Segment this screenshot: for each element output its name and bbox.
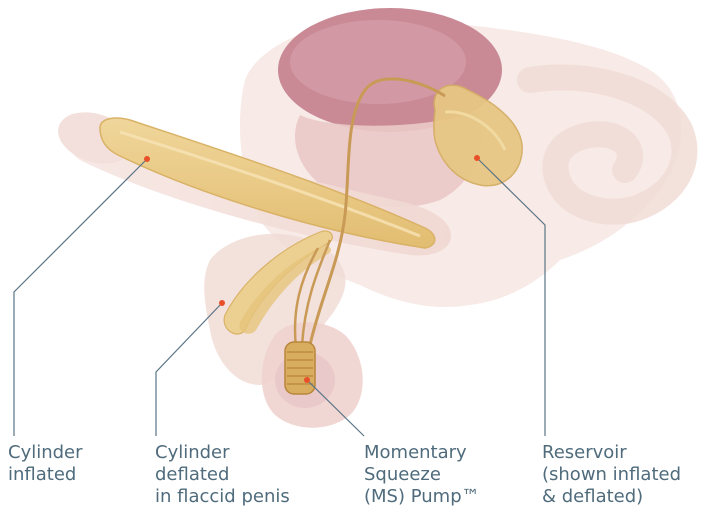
label-reservoir: Reservoir (shown inflated & deflated) [542, 442, 681, 508]
label-line: (MS) Pump™ [364, 486, 480, 508]
label-line: Squeeze [364, 464, 480, 486]
label-ms-pump: Momentary Squeeze (MS) Pump™ [364, 442, 480, 508]
ms-pump-shape [285, 342, 315, 394]
label-line: (shown inflated [542, 464, 681, 486]
marker-cylinder-inflated [144, 156, 150, 162]
leader-line-cylinder-inflated [14, 159, 147, 436]
label-line: Cylinder [155, 442, 290, 464]
label-line: & deflated) [542, 486, 681, 508]
marker-reservoir [474, 155, 480, 161]
label-cylinder-deflated: Cylinder deflated in flaccid penis [155, 442, 290, 508]
marker-cylinder-deflated [219, 300, 225, 306]
label-line: inflated [8, 464, 83, 486]
marker-ms-pump [304, 377, 310, 383]
label-line: Momentary [364, 442, 480, 464]
label-line: Reservoir [542, 442, 681, 464]
label-line: deflated [155, 464, 290, 486]
label-line: Cylinder [8, 442, 83, 464]
label-line: in flaccid penis [155, 486, 290, 508]
label-cylinder-inflated: Cylinder inflated [8, 442, 83, 486]
